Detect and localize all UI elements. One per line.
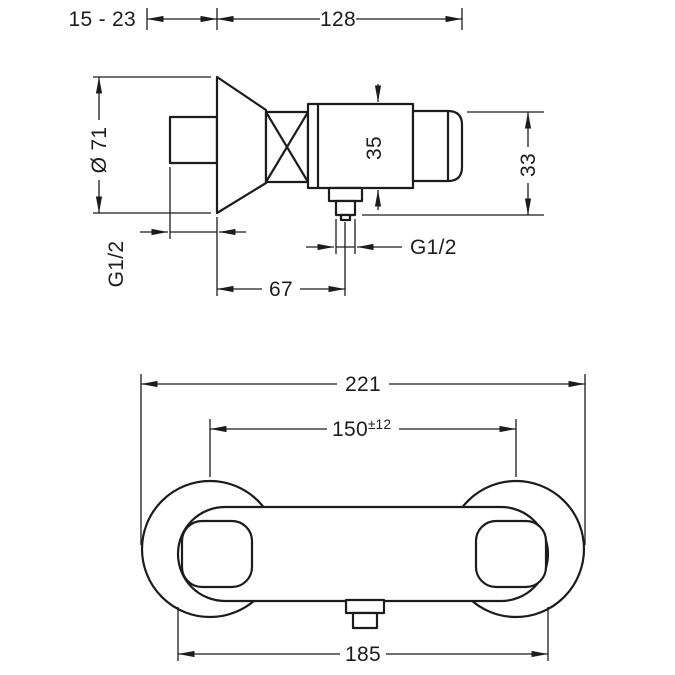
bottom-outlet	[344, 598, 386, 630]
dim-outlet-center-distance: 67	[217, 222, 346, 301]
dim-depth: 128	[217, 8, 463, 31]
dim-body-width: 185	[177, 607, 549, 666]
left-cover	[180, 519, 254, 589]
valve-body	[306, 102, 415, 190]
dim-label-body-width: 185	[345, 643, 381, 666]
dim-body-height: 35	[363, 84, 386, 210]
dim-label-wall-distance: 15 - 23	[69, 8, 136, 31]
escutcheon-cone	[215, 75, 268, 215]
dim-label-center-distance: 150±12	[332, 417, 391, 441]
right-cover	[474, 519, 548, 589]
dim-escutcheon-diameter: Ø 71	[88, 76, 211, 214]
dim-label-outlet-thread: G1/2	[410, 236, 457, 259]
dim-label-escutcheon-diameter: Ø 71	[88, 127, 111, 174]
dim-outlet-offset: 33	[362, 111, 544, 216]
dim-label-depth: 128	[320, 8, 356, 31]
dim-label-total-width: 221	[345, 373, 381, 396]
side-view: 15 - 23 128 Ø 71 G1/2	[69, 8, 544, 301]
dim-label-supply-thread: G1/2	[105, 241, 128, 288]
dim-label-outlet-offset: 33	[517, 153, 540, 177]
handle	[411, 109, 464, 183]
dim-supply-thread: G1/2	[105, 167, 246, 296]
hose-outlet	[327, 186, 364, 222]
dim-outlet-thread: G1/2	[306, 219, 457, 259]
front-view: 221 150±12 185	[140, 373, 586, 666]
union-nut	[264, 110, 310, 184]
dim-label-outlet-center-distance: 67	[269, 278, 293, 301]
supply-pipe	[168, 115, 219, 165]
dim-center-distance: 150±12	[209, 417, 517, 477]
dim-wall-distance: 15 - 23	[69, 8, 218, 31]
dim-label-body-height: 35	[363, 136, 386, 160]
dim-total-width: 221	[140, 373, 586, 545]
